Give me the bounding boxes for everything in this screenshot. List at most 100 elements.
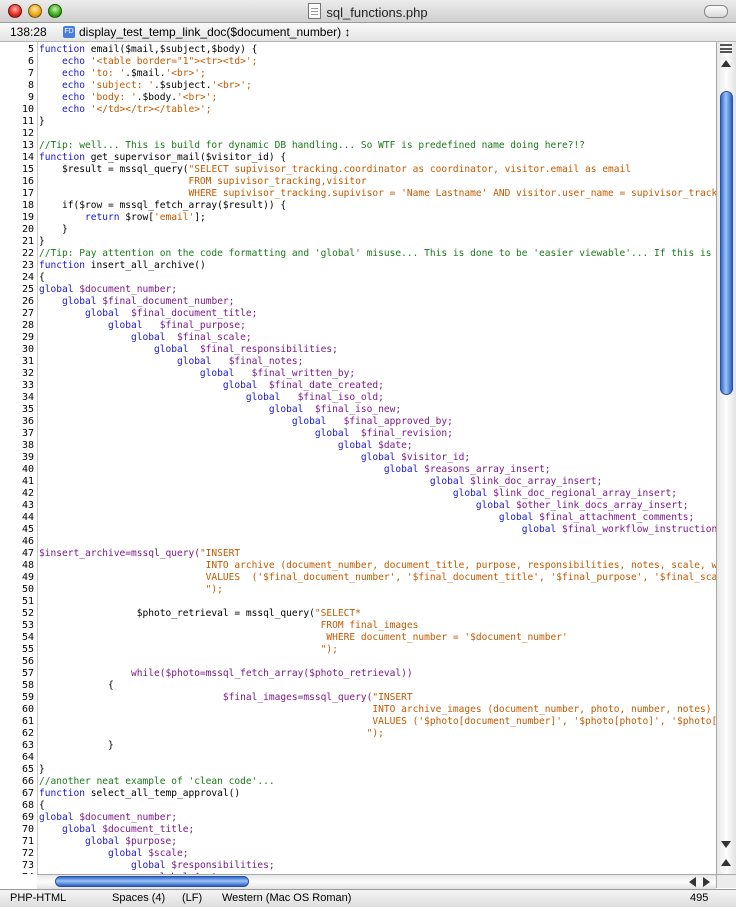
status-bar: PHP-HTML Spaces (4) (LF) Western (Mac OS…	[0, 889, 736, 907]
code-line: $insert_archive=mssql_query("INSERT	[39, 548, 240, 560]
zoom-button-icon[interactable]	[48, 4, 62, 18]
code-token: global	[39, 464, 425, 475]
line-number: 33	[21, 380, 34, 391]
minimize-button-icon[interactable]	[28, 4, 42, 18]
code-token: $final_approved_by;	[343, 416, 453, 427]
title-bar: sql_functions.php	[0, 0, 736, 23]
vertical-scroll-thumb[interactable]	[720, 91, 733, 395]
code-token: 'subject: '	[90, 80, 154, 91]
code-line: $result = mssql_query("SELECT supivisor_…	[39, 164, 631, 176]
code-token: "INSERT	[199, 548, 241, 559]
language-mode[interactable]: PHP-HTML	[10, 892, 67, 904]
code-line: function insert_all_archive()	[39, 260, 206, 272]
code-token: global	[39, 308, 131, 319]
code-line: function email($mail,$subject,$body) {	[39, 44, 257, 56]
line-number: 5	[27, 44, 34, 55]
line-number: 29	[21, 332, 34, 343]
code-token: insert_all_archive()	[90, 260, 206, 271]
code-token: ");	[39, 584, 223, 595]
line-number: 55	[21, 644, 34, 655]
code-token: }	[39, 764, 45, 775]
code-line: global $final_purpose;	[39, 320, 246, 332]
line-number: 31	[21, 356, 34, 367]
code-token: '</td></tr></table>';	[90, 104, 212, 115]
line-number: 45	[21, 524, 34, 535]
code-text-area[interactable]: function email($mail,$subject,$body) { e…	[39, 42, 716, 874]
code-token: get_supervisor_mail($visitor_id) {	[90, 152, 287, 163]
code-token: }	[39, 740, 114, 751]
code-token: '<br>';	[176, 92, 218, 103]
code-line: if($row = mssql_fetch_array($result)) {	[39, 200, 286, 212]
code-line: while($photo=mssql_fetch_array($photo_re…	[39, 668, 413, 680]
code-line: $photo_retrieval = mssql_query("SELECT*	[39, 608, 361, 620]
window-title-text: sql_functions.php	[326, 5, 428, 20]
code-line: echo '</td></tr></table>';	[39, 104, 211, 116]
line-number: 14	[21, 152, 34, 163]
line-number: 66	[21, 776, 34, 787]
code-token: global	[39, 416, 344, 427]
code-line: //Tip: well... This is build for dynamic…	[39, 140, 585, 152]
function-popup[interactable]: display_test_temp_link_doc($document_num…	[79, 25, 351, 39]
code-token: global	[39, 356, 229, 367]
code-token: '<table border="1"><tr><td>';	[90, 56, 258, 67]
line-number: 13	[21, 140, 34, 151]
code-token: global	[39, 428, 361, 439]
cursor-position[interactable]: 138:28	[10, 25, 47, 39]
arrow-up-icon[interactable]	[721, 60, 731, 67]
code-token: '<br>';	[165, 68, 206, 79]
toolbar-toggle-button[interactable]	[704, 5, 728, 18]
code-token: select_all_temp_approval()	[90, 788, 241, 799]
code-token: }	[39, 116, 45, 127]
line-number: 32	[21, 368, 34, 379]
line-number: 48	[21, 560, 34, 571]
code-token: WHERE supivisor_tracking.supivisor = 'Na…	[188, 188, 716, 199]
code-token: echo	[39, 80, 91, 91]
line-number: 58	[21, 680, 34, 691]
code-token: $insert_archive=mssql_query(	[39, 548, 200, 559]
code-token: global	[39, 320, 160, 331]
line-number: 37	[21, 428, 34, 439]
line-number: 28	[21, 320, 34, 331]
line-number: 69	[21, 812, 34, 823]
arrow-down-icon[interactable]	[721, 841, 731, 848]
arrow-up-icon[interactable]	[721, 859, 731, 866]
text-encoding[interactable]: Western (Mac OS Roman)	[222, 892, 352, 904]
code-token: $notes;	[194, 872, 234, 874]
line-number: 64	[21, 752, 34, 763]
code-line: global $visitor_id;	[39, 452, 470, 464]
horizontal-scrollbar[interactable]	[37, 874, 716, 889]
line-number: 25	[21, 284, 34, 295]
code-line: {	[39, 272, 45, 284]
arrow-left-icon[interactable]	[689, 877, 696, 887]
line-number: 56	[21, 656, 34, 667]
code-token: $date;	[378, 440, 413, 451]
code-token: INTO archive (document_number, document_…	[39, 560, 716, 571]
vertical-scrollbar[interactable]	[716, 42, 736, 874]
code-line: VALUES ('$final_document_number', '$fina…	[39, 572, 716, 584]
code-token: global	[39, 812, 80, 823]
indent-setting[interactable]: Spaces (4)	[112, 892, 166, 904]
line-number: 19	[21, 212, 34, 223]
horizontal-scroll-thumb[interactable]	[55, 876, 249, 887]
code-line: global $other_link_docs_array_insert;	[39, 500, 689, 512]
close-button-icon[interactable]	[8, 4, 22, 18]
arrow-right-icon[interactable]	[703, 877, 710, 887]
line-number: 62	[21, 728, 34, 739]
line-number: 20	[21, 224, 34, 235]
line-number: 10	[21, 104, 34, 115]
code-line: global $final_date_created;	[39, 380, 384, 392]
code-line: global $final_document_number;	[39, 296, 234, 308]
code-line: return $row['email'];	[39, 212, 206, 224]
code-line: echo 'body: '.$body.'<br>';	[39, 92, 217, 104]
code-token: {	[39, 680, 114, 691]
split-view-icon[interactable]	[720, 44, 732, 53]
code-token: $link_doc_array_insert;	[470, 476, 603, 487]
code-line: global $notes;	[39, 872, 234, 874]
code-line: ");	[39, 644, 338, 656]
code-token: function	[39, 44, 91, 55]
code-token: $other_link_docs_array_insert;	[516, 500, 689, 511]
line-endings[interactable]: (LF)	[182, 892, 203, 904]
code-token: //Tip: Pay attention on the code formatt…	[39, 248, 716, 259]
